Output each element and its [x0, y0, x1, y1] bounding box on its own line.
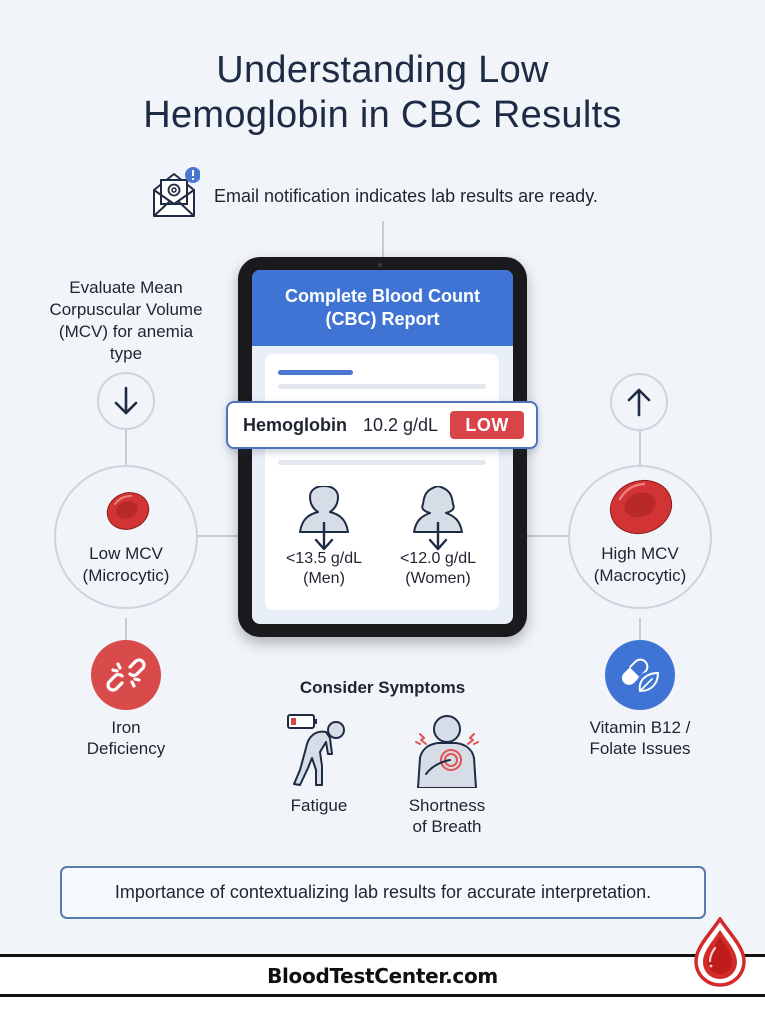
large-red-blood-cell-icon	[609, 479, 673, 535]
vitamin-b12-label: Vitamin B12 / Folate Issues	[569, 717, 711, 759]
fatigue-person-icon	[286, 712, 352, 788]
iron-deficiency-icon-circle	[91, 640, 161, 710]
title-line-1: Understanding Low	[216, 49, 549, 91]
connector-left-to-tablet	[197, 535, 239, 537]
threshold-men-value: <13.5 g/dL	[285, 550, 363, 567]
evaluate-mcv-text: Evaluate Mean Corpuscular Volume (MCV) f…	[28, 277, 224, 365]
pill-leaf-icon	[622, 656, 659, 694]
connector-right-to-tablet	[526, 535, 568, 537]
email-notification-text: Email notification indicates lab results…	[214, 186, 598, 206]
female-person-icon	[410, 485, 466, 566]
placeholder-bar	[278, 384, 486, 389]
fatigue-label-text: Fatigue	[290, 796, 348, 815]
connector-right-arrow-to-mcv	[639, 430, 641, 474]
cbc-report-card: <13.5 g/dL (Men) <12.0 g/dL (Women)	[265, 354, 499, 610]
threshold-men-group: (Men)	[303, 570, 345, 587]
low-mcv-circle: Low MCV (Microcytic)	[54, 465, 198, 609]
shortness-of-breath-line-2: of Breath	[412, 817, 482, 836]
email-notification-icon	[148, 166, 201, 222]
shortness-of-breath-label: Shortness of Breath	[392, 795, 502, 837]
iron-deficiency-label: Iron Deficiency	[55, 717, 197, 759]
footer-bar: BloodTestCenter.com	[0, 954, 765, 997]
placeholder-bar	[278, 460, 486, 465]
placeholder-bar-accent	[278, 370, 353, 375]
shortness-of-breath-icon	[410, 712, 484, 789]
tablet-camera	[378, 263, 382, 267]
hemoglobin-result-callout: Hemoglobin 10.2 g/dL LOW	[226, 401, 538, 449]
connector-right-mcv-to-cause	[639, 618, 641, 642]
connector-left-arrow-to-mcv	[125, 428, 127, 474]
hemoglobin-label: Hemoglobin	[243, 414, 347, 435]
threshold-men: <13.5 g/dL (Men)	[269, 549, 379, 589]
site-name[interactable]: BloodTestCenter.com	[267, 963, 498, 988]
broken-chain-icon	[106, 658, 146, 692]
high-mcv-circle: High MCV (Macrocytic)	[568, 465, 712, 609]
blood-drop-logo	[693, 915, 747, 987]
low-mcv-label: Low MCV (Microcytic)	[54, 543, 198, 587]
cbc-header-line-1: Complete Blood Count	[285, 286, 480, 306]
low-mcv-line-2: (Microcytic)	[82, 566, 170, 585]
evaluate-mcv-line: Corpuscular Volume	[49, 300, 203, 319]
evaluate-mcv-line: type	[109, 344, 143, 363]
small-red-blood-cell-icon	[106, 492, 150, 530]
hemoglobin-value: 10.2 g/dL	[363, 414, 439, 435]
cbc-header-line-2: (CBC) Report	[325, 309, 440, 329]
title-line-2: Hemoglobin in CBC Results	[143, 94, 622, 136]
down-arrow-circle	[97, 372, 155, 430]
symptoms-title: Consider Symptoms	[299, 678, 466, 697]
footer-bottom-space	[0, 997, 765, 1024]
high-mcv-line-2: (Macrocytic)	[593, 566, 687, 585]
up-arrow-icon	[627, 388, 651, 417]
evaluate-mcv-line: Evaluate Mean	[69, 278, 183, 297]
threshold-women-value: <12.0 g/dL	[399, 550, 477, 567]
shortness-of-breath-line-1: Shortness	[408, 796, 486, 815]
vitamin-b12-icon-circle	[605, 640, 675, 710]
cbc-report-header: Complete Blood Count (CBC) Report	[252, 270, 513, 346]
low-status-badge: LOW	[450, 411, 525, 439]
vitamin-b12-line-1: Vitamin B12 /	[589, 718, 691, 737]
evaluate-mcv-line: (MCV) for anemia	[58, 322, 194, 341]
high-mcv-label: High MCV (Macrocytic)	[568, 543, 712, 587]
connector-left-mcv-to-cause	[125, 618, 127, 642]
threshold-women: <12.0 g/dL (Women)	[383, 549, 493, 589]
male-person-icon	[296, 485, 352, 566]
iron-deficiency-line-1: Iron	[111, 718, 141, 737]
down-arrow-icon	[114, 386, 138, 415]
vitamin-b12-line-2: Folate Issues	[589, 739, 691, 758]
up-arrow-circle	[610, 373, 668, 431]
high-mcv-line-1: High MCV	[601, 544, 679, 563]
threshold-women-group: (Women)	[405, 570, 471, 587]
connector-email-to-tablet	[382, 221, 384, 257]
interpretation-note: Importance of contextualizing lab result…	[60, 866, 706, 919]
iron-deficiency-line-2: Deficiency	[86, 739, 166, 758]
page-title: Understanding Low Hemoglobin in CBC Resu…	[0, 48, 765, 138]
fatigue-label: Fatigue	[274, 795, 364, 816]
low-mcv-line-1: Low MCV	[89, 544, 163, 563]
